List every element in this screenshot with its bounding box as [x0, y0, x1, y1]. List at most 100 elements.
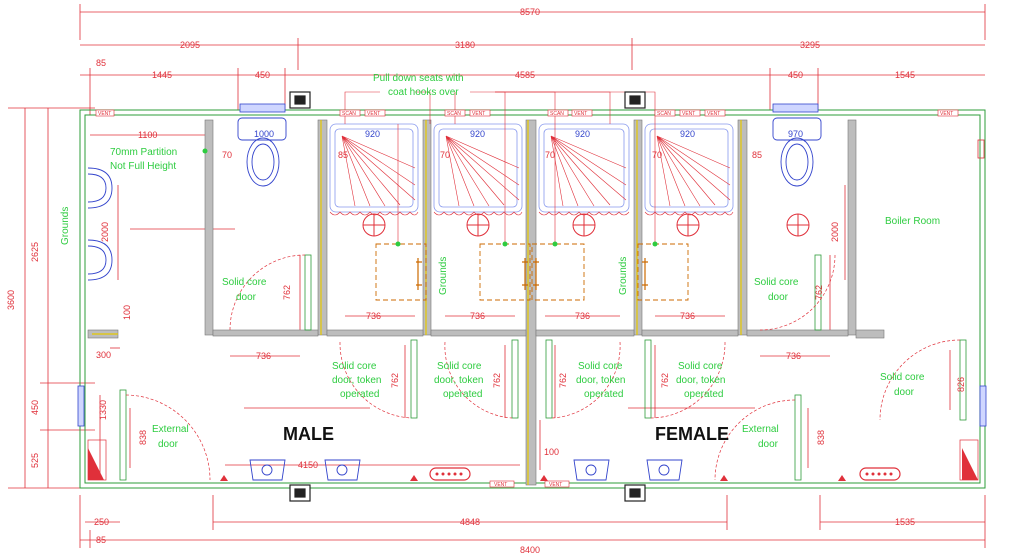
svg-text:1100: 1100 [138, 130, 157, 140]
svg-text:920: 920 [470, 129, 485, 139]
svg-text:1330: 1330 [98, 400, 108, 420]
female-label: FEMALE [655, 424, 729, 444]
svg-text:736: 736 [680, 311, 695, 321]
svg-text:450: 450 [255, 70, 270, 80]
svg-text:SCAN: SCAN [447, 111, 461, 117]
seat-leader-lines [344, 91, 656, 244]
svg-text:4150: 4150 [298, 460, 318, 470]
svg-text:External: External [152, 424, 189, 435]
switch-boxes [289, 91, 646, 502]
seat-dots [202, 148, 658, 247]
svg-text:100: 100 [544, 447, 559, 457]
svg-text:736: 736 [366, 311, 381, 321]
svg-text:70: 70 [545, 150, 555, 160]
door-frames [92, 120, 742, 485]
wall-tags-top [95, 109, 959, 488]
svg-text:Boiler Room: Boiler Room [885, 216, 940, 227]
dryer-dots [435, 472, 893, 476]
male-label: MALE [283, 424, 334, 444]
grab-rails-top [239, 103, 819, 113]
svg-text:1545: 1545 [895, 70, 915, 80]
svg-text:826: 826 [956, 377, 966, 392]
svg-text:Solid core: Solid core [754, 277, 799, 288]
svg-text:300: 300 [96, 350, 111, 360]
svg-text:920: 920 [575, 129, 590, 139]
svg-text:838: 838 [816, 430, 826, 445]
svg-text:736: 736 [470, 311, 485, 321]
svg-text:door, token: door, token [576, 375, 625, 386]
urinals [87, 167, 113, 281]
svg-text:970: 970 [788, 129, 803, 139]
partitions [87, 119, 885, 486]
svg-text:door: door [236, 292, 257, 303]
svg-text:door: door [158, 439, 179, 450]
doors [119, 254, 967, 481]
svg-text:762: 762 [390, 373, 400, 388]
basins [249, 459, 683, 481]
svg-text:1000: 1000 [254, 129, 274, 139]
svg-text:SCAN: SCAN [657, 111, 671, 117]
svg-text:operated: operated [340, 389, 379, 400]
svg-text:door: door [758, 439, 779, 450]
svg-text:70: 70 [440, 150, 450, 160]
svg-text:operated: operated [443, 389, 482, 400]
dimension-lines [8, 4, 986, 548]
seat-brackets [416, 258, 648, 290]
svg-text:Pull down seats with: Pull down seats with [373, 73, 464, 84]
svg-text:85: 85 [752, 150, 762, 160]
svg-text:coat hooks over: coat hooks over [388, 87, 459, 98]
svg-text:External: External [742, 424, 779, 435]
svg-text:250: 250 [94, 517, 109, 527]
svg-text:70: 70 [222, 150, 232, 160]
svg-text:VENT: VENT [574, 111, 587, 117]
svg-text:85: 85 [96, 535, 106, 545]
svg-text:VENT: VENT [549, 482, 562, 488]
svg-text:Solid core: Solid core [222, 277, 267, 288]
svg-text:920: 920 [680, 129, 695, 139]
svg-text:door, token: door, token [434, 375, 483, 386]
svg-text:VENT: VENT [682, 111, 695, 117]
svg-text:85: 85 [338, 150, 348, 160]
svg-text:VENT: VENT [494, 482, 507, 488]
svg-text:2000: 2000 [100, 222, 110, 242]
wall-tag-text: VENT SCAN VENT SCAN VENT SCAN VENT SCAN … [98, 111, 953, 488]
svg-text:Grounds: Grounds [618, 257, 629, 295]
svg-text:Solid core: Solid core [578, 361, 623, 372]
svg-text:2625: 2625 [30, 242, 40, 262]
svg-text:525: 525 [30, 453, 40, 468]
svg-text:762: 762 [558, 373, 568, 388]
door-swings [125, 254, 961, 481]
toilets [237, 117, 822, 187]
svg-text:VENT: VENT [472, 111, 485, 117]
svg-text:SCAN: SCAN [342, 111, 356, 117]
floor-drains [362, 213, 810, 237]
annotation-notes: 70mm Partition Not Full Height Grounds G… [60, 73, 940, 450]
svg-text:VENT: VENT [707, 111, 720, 117]
svg-text:450: 450 [30, 400, 40, 415]
svg-text:2000: 2000 [830, 222, 840, 242]
svg-text:door, token: door, token [676, 375, 725, 386]
svg-text:Solid core: Solid core [332, 361, 377, 372]
svg-text:1535: 1535 [895, 517, 915, 527]
svg-text:door: door [768, 292, 789, 303]
svg-text:8570: 8570 [520, 7, 540, 17]
svg-text:SCAN: SCAN [550, 111, 564, 117]
svg-text:450: 450 [788, 70, 803, 80]
svg-text:838: 838 [138, 430, 148, 445]
svg-text:operated: operated [584, 389, 623, 400]
svg-text:85: 85 [96, 58, 106, 68]
svg-text:4848: 4848 [460, 517, 480, 527]
svg-text:Grounds: Grounds [60, 207, 71, 245]
svg-text:8400: 8400 [520, 545, 540, 555]
svg-text:door: door [894, 387, 915, 398]
svg-text:Grounds: Grounds [438, 257, 449, 295]
svg-text:Solid core: Solid core [880, 372, 925, 383]
svg-text:70mm Partition: 70mm Partition [110, 147, 177, 158]
svg-text:762: 762 [660, 373, 670, 388]
svg-text:70: 70 [652, 150, 662, 160]
svg-text:VENT: VENT [98, 111, 111, 117]
svg-text:736: 736 [575, 311, 590, 321]
svg-text:736: 736 [786, 351, 801, 361]
svg-text:3295: 3295 [800, 40, 820, 50]
